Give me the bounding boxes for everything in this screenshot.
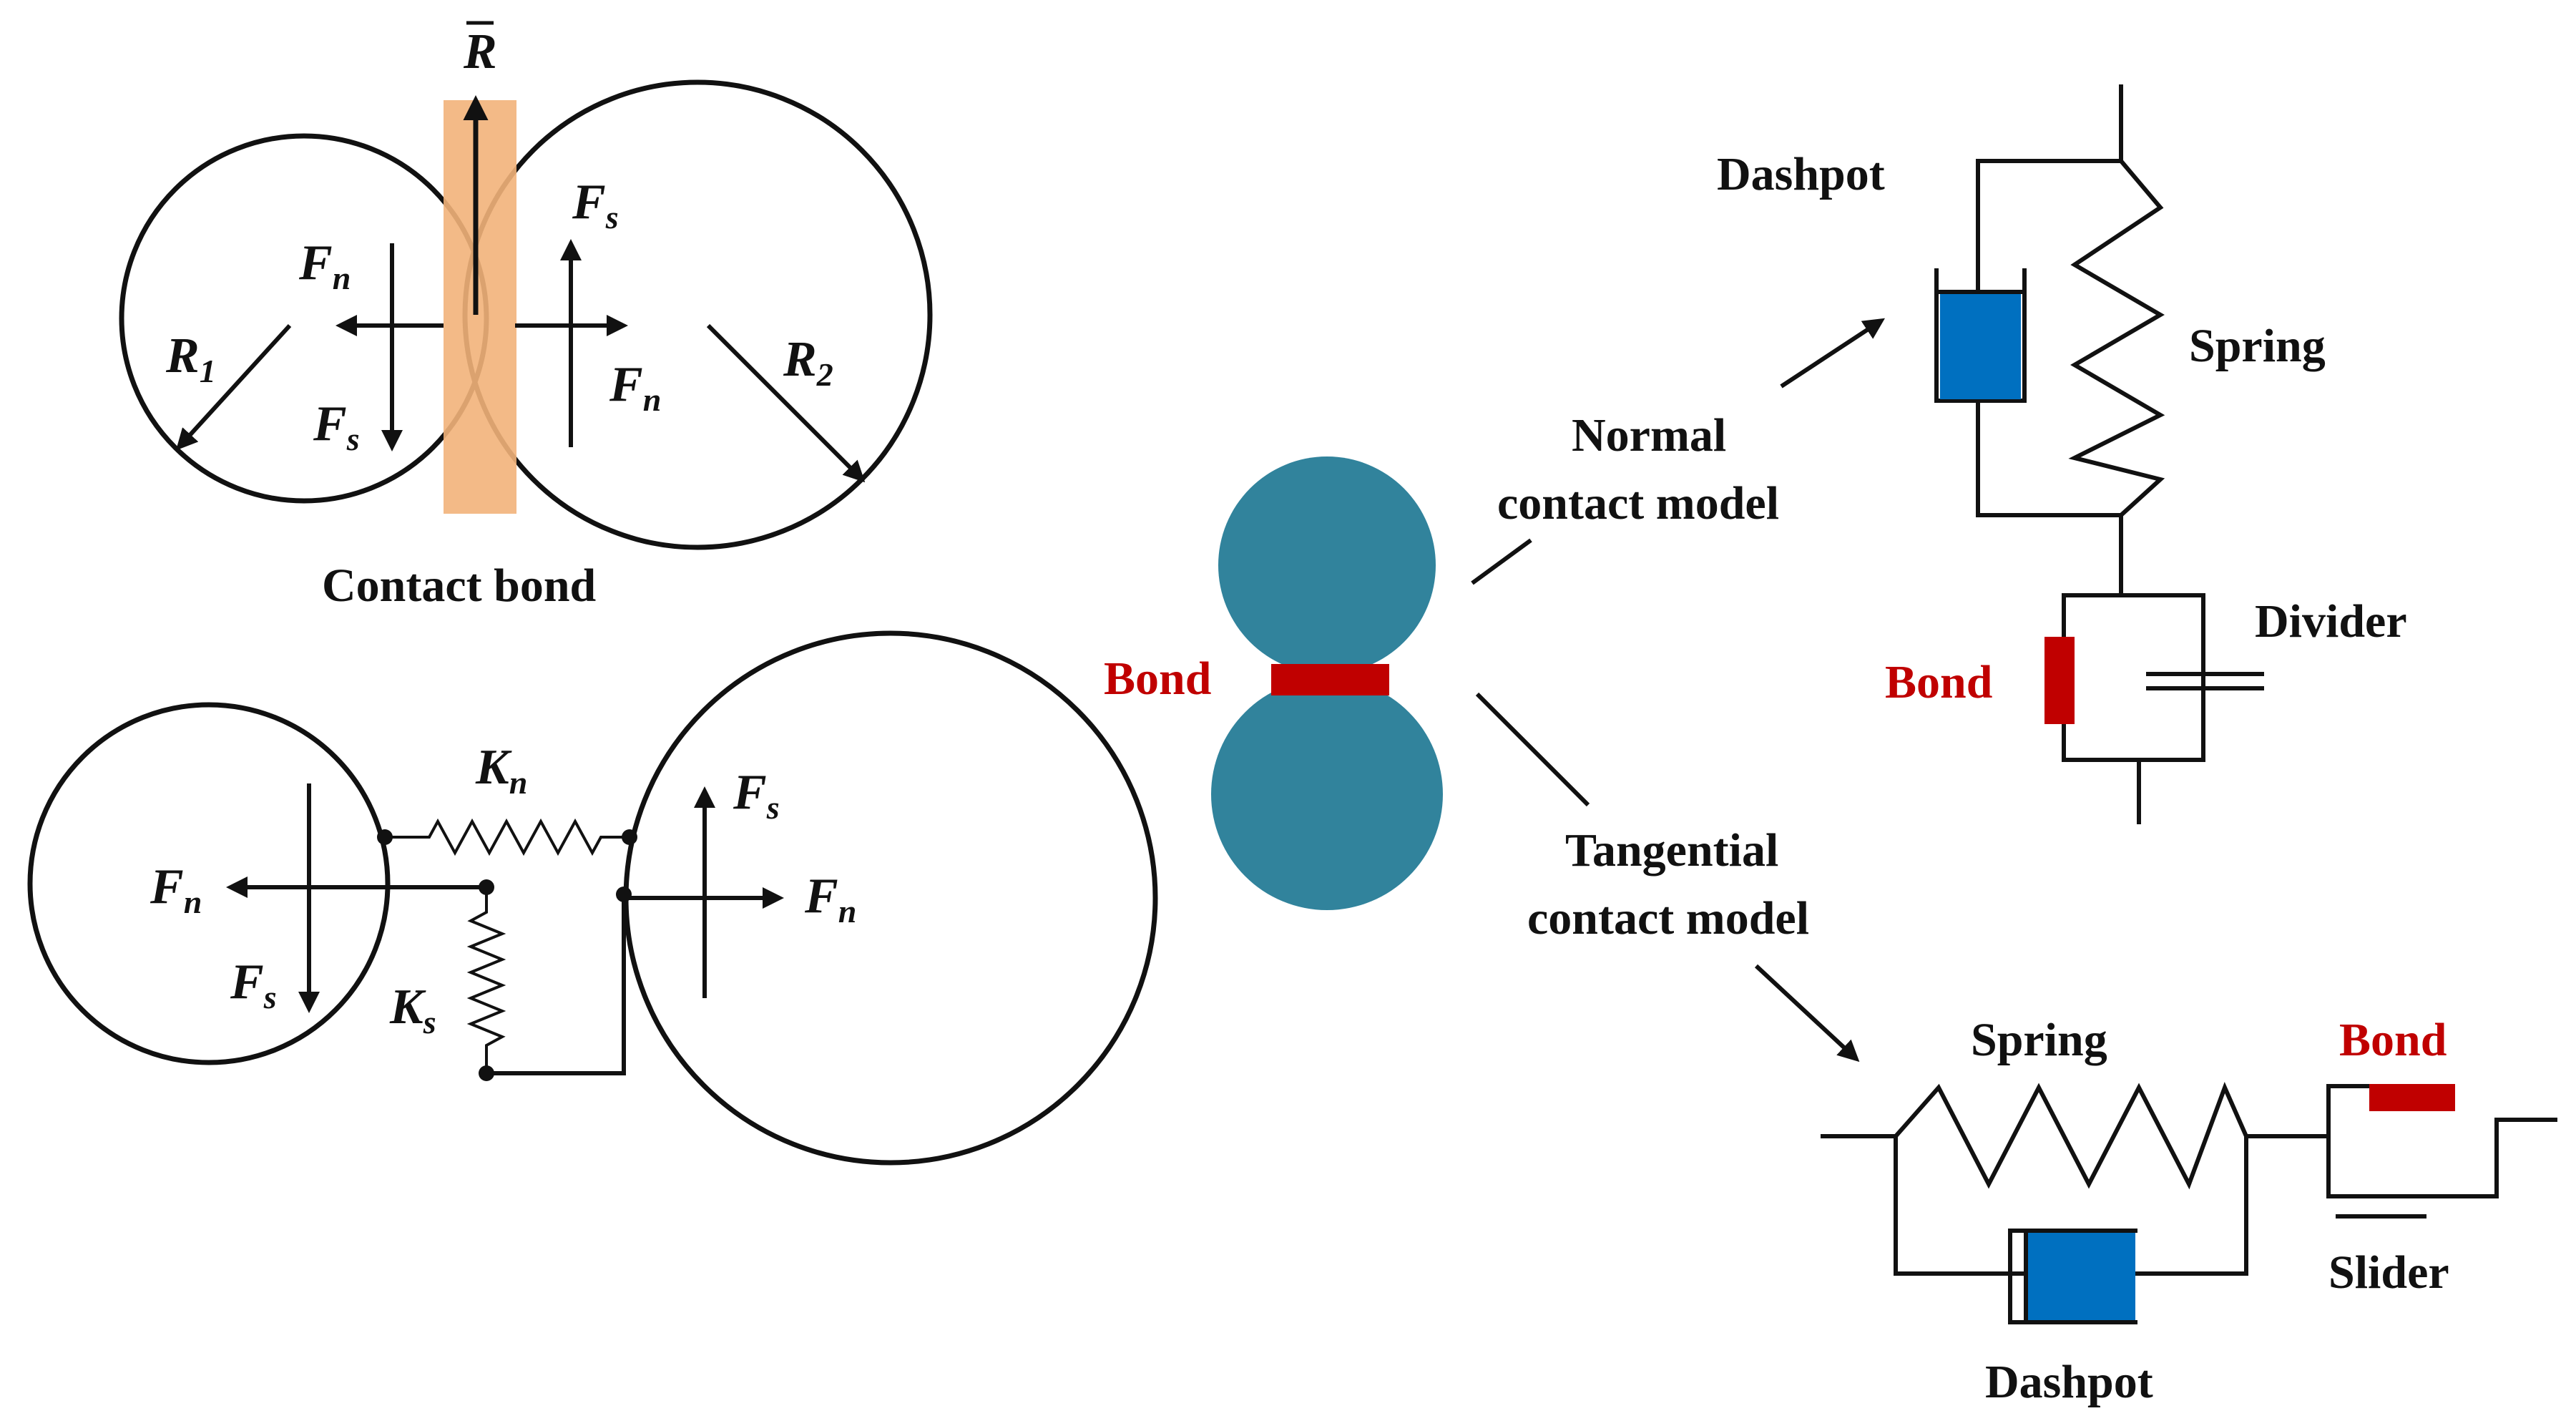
kn-label: Kn [475,740,527,801]
normal-contact-model: Dashpot Spring Divider Bond [1717,84,2407,824]
tangential-label-line1: Tangential [1565,824,1778,876]
normal-dashpot-cylinder [1934,268,2027,403]
kn-left-node [377,829,393,845]
ks-link-line [486,894,626,1075]
normal-bond-block [2044,637,2075,724]
r2-arrow [706,323,866,483]
tangential-bond-label: Bond [2339,1014,2447,1066]
normal-lower-frame [2062,593,2205,762]
left-particle-circle-2 [27,702,391,1065]
tangential-dashpot-cylinder [2008,1229,2137,1324]
r1-label: R1 [165,328,216,389]
kn-right-node [622,829,637,845]
tangential-spring-label: Spring [1971,1014,2107,1066]
normal-bond-label: Bond [1885,656,1992,708]
divider-label: Divider [2255,595,2407,648]
fs-right-label-2: Fs [733,765,780,826]
r-bar-label: R [463,24,497,79]
fn-right-label-2: Fn [804,869,856,929]
fs-right-label: Fs [572,175,619,235]
normal-leader-line [1471,538,1532,585]
ks-spring [466,887,506,1073]
ks-label: Ks [389,980,436,1040]
tangential-label-line2: contact model [1527,892,1809,944]
normal-dashpot-label: Dashpot [1717,148,1885,200]
normal-label-line1: Normal [1572,409,1726,462]
fs-left-label: Fs [313,396,360,457]
contact-bond-band [444,100,516,514]
contact-bond-panel: R R1 R2 Fn Fs Fs Fn Contact bond [119,21,933,612]
fs-left-label-2: Fs [230,954,277,1015]
bonded-particles-panel: Bond Normal contact model Tangential con… [1104,318,1886,1063]
r1-arrow [175,323,292,451]
fn-left-label-2: Fn [150,859,202,920]
center-bond-bar [1271,664,1389,695]
fn-right-label: Fn [609,357,661,418]
slider-body [2326,1084,2557,1198]
normal-spring-label: Spring [2189,320,2326,372]
spring-model-panel: Kn Ks Fn Fs Fs Fn [27,630,1158,1166]
tangential-dashpot-piston [2026,1233,2135,1320]
normal-arrow [1780,318,1886,389]
lower-particle [1211,678,1443,910]
slider-label: Slider [2328,1246,2449,1299]
normal-label-line2: contact model [1497,477,1779,529]
tangential-dashpot-label: Dashpot [1985,1356,2153,1408]
left-particle-circle [119,133,489,504]
tangential-contact-model: Spring Bond Slider Dashpot [1821,1014,2557,1408]
tangential-arrow [1754,964,1860,1063]
r2-label: R2 [783,332,833,393]
upper-particle [1218,456,1436,674]
contact-bond-caption: Contact bond [322,560,596,612]
fn-left-label: Fn [298,235,351,296]
normal-spring [2068,160,2165,517]
center-bond-label: Bond [1104,653,1211,705]
kn-spring [385,818,630,856]
tangential-leader-line [1475,692,1590,807]
tangential-spring [1894,1082,2248,1190]
tangential-bond-block [2369,1084,2455,1111]
normal-dashpot-piston [1940,292,2021,399]
